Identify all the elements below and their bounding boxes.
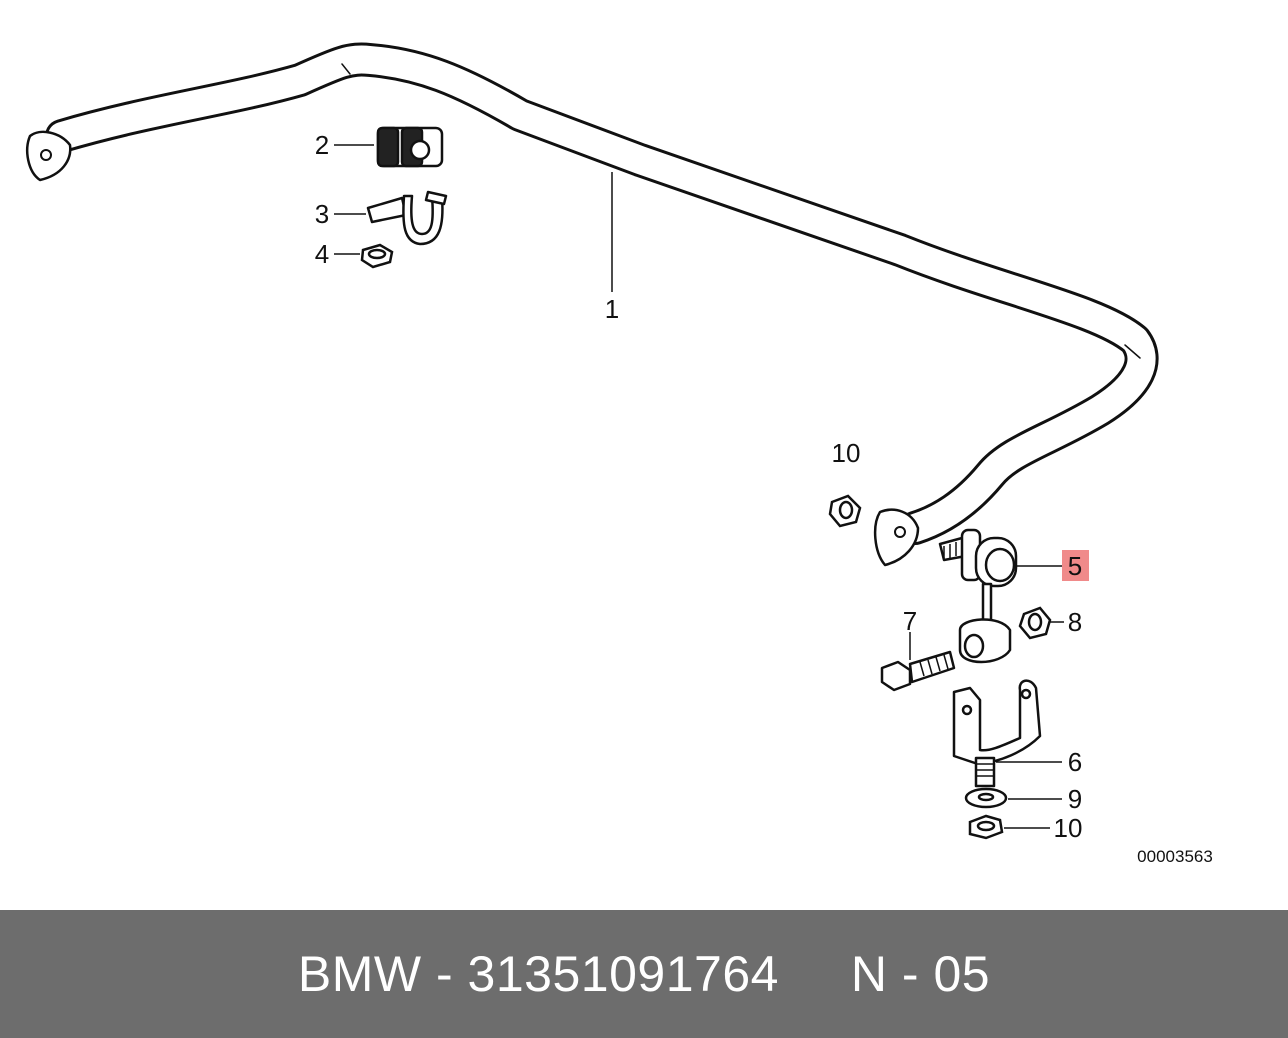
bracket-part-3[interactable] xyxy=(366,190,448,246)
callout-10-top: 10 xyxy=(832,438,861,468)
hex-bolt-part-7[interactable] xyxy=(880,650,956,692)
callout-6: 6 xyxy=(1068,747,1082,777)
callout-5: 5 xyxy=(1068,551,1082,581)
drawing-code: 00003563 xyxy=(1137,847,1213,866)
footer-position-code: N - 05 xyxy=(850,946,991,1002)
footer-gap xyxy=(779,945,851,1003)
footer-separator: - xyxy=(421,946,468,1002)
bracket-part-6[interactable] xyxy=(952,679,1042,788)
callout-5-highlight xyxy=(1062,550,1089,581)
parts-diagram: 2 3 4 1 10 5 7 8 6 9 10 00003563 xyxy=(26,42,1213,866)
footer-bar: BMW - 31351091764 N - 05 xyxy=(0,910,1288,1038)
callout-4: 4 xyxy=(315,239,329,269)
nut-part-8[interactable] xyxy=(1018,606,1052,640)
callout-1: 1 xyxy=(605,294,619,324)
callout-2: 2 xyxy=(315,130,329,160)
callout-3: 3 xyxy=(315,199,329,229)
link-part-5[interactable] xyxy=(938,528,1018,664)
footer-part-number: 31351091764 xyxy=(467,946,779,1002)
nut-part-10-bottom[interactable] xyxy=(968,814,1004,840)
washer-part-9[interactable] xyxy=(964,787,1008,809)
hex-nut-part-4[interactable] xyxy=(360,243,394,269)
callout-8: 8 xyxy=(1068,607,1082,637)
callout-10-bottom: 10 xyxy=(1054,813,1083,843)
callout-7: 7 xyxy=(903,606,917,636)
parts-diagram-svg: 2 3 4 1 10 5 7 8 6 9 10 00003563 xyxy=(26,42,1213,866)
stabilizer-bar[interactable] xyxy=(26,42,1159,567)
callout-9: 9 xyxy=(1068,784,1082,814)
nut-part-10-top[interactable] xyxy=(828,494,862,528)
footer-brand: BMW xyxy=(297,946,422,1002)
rubber-mounting-part-2[interactable] xyxy=(376,126,444,168)
